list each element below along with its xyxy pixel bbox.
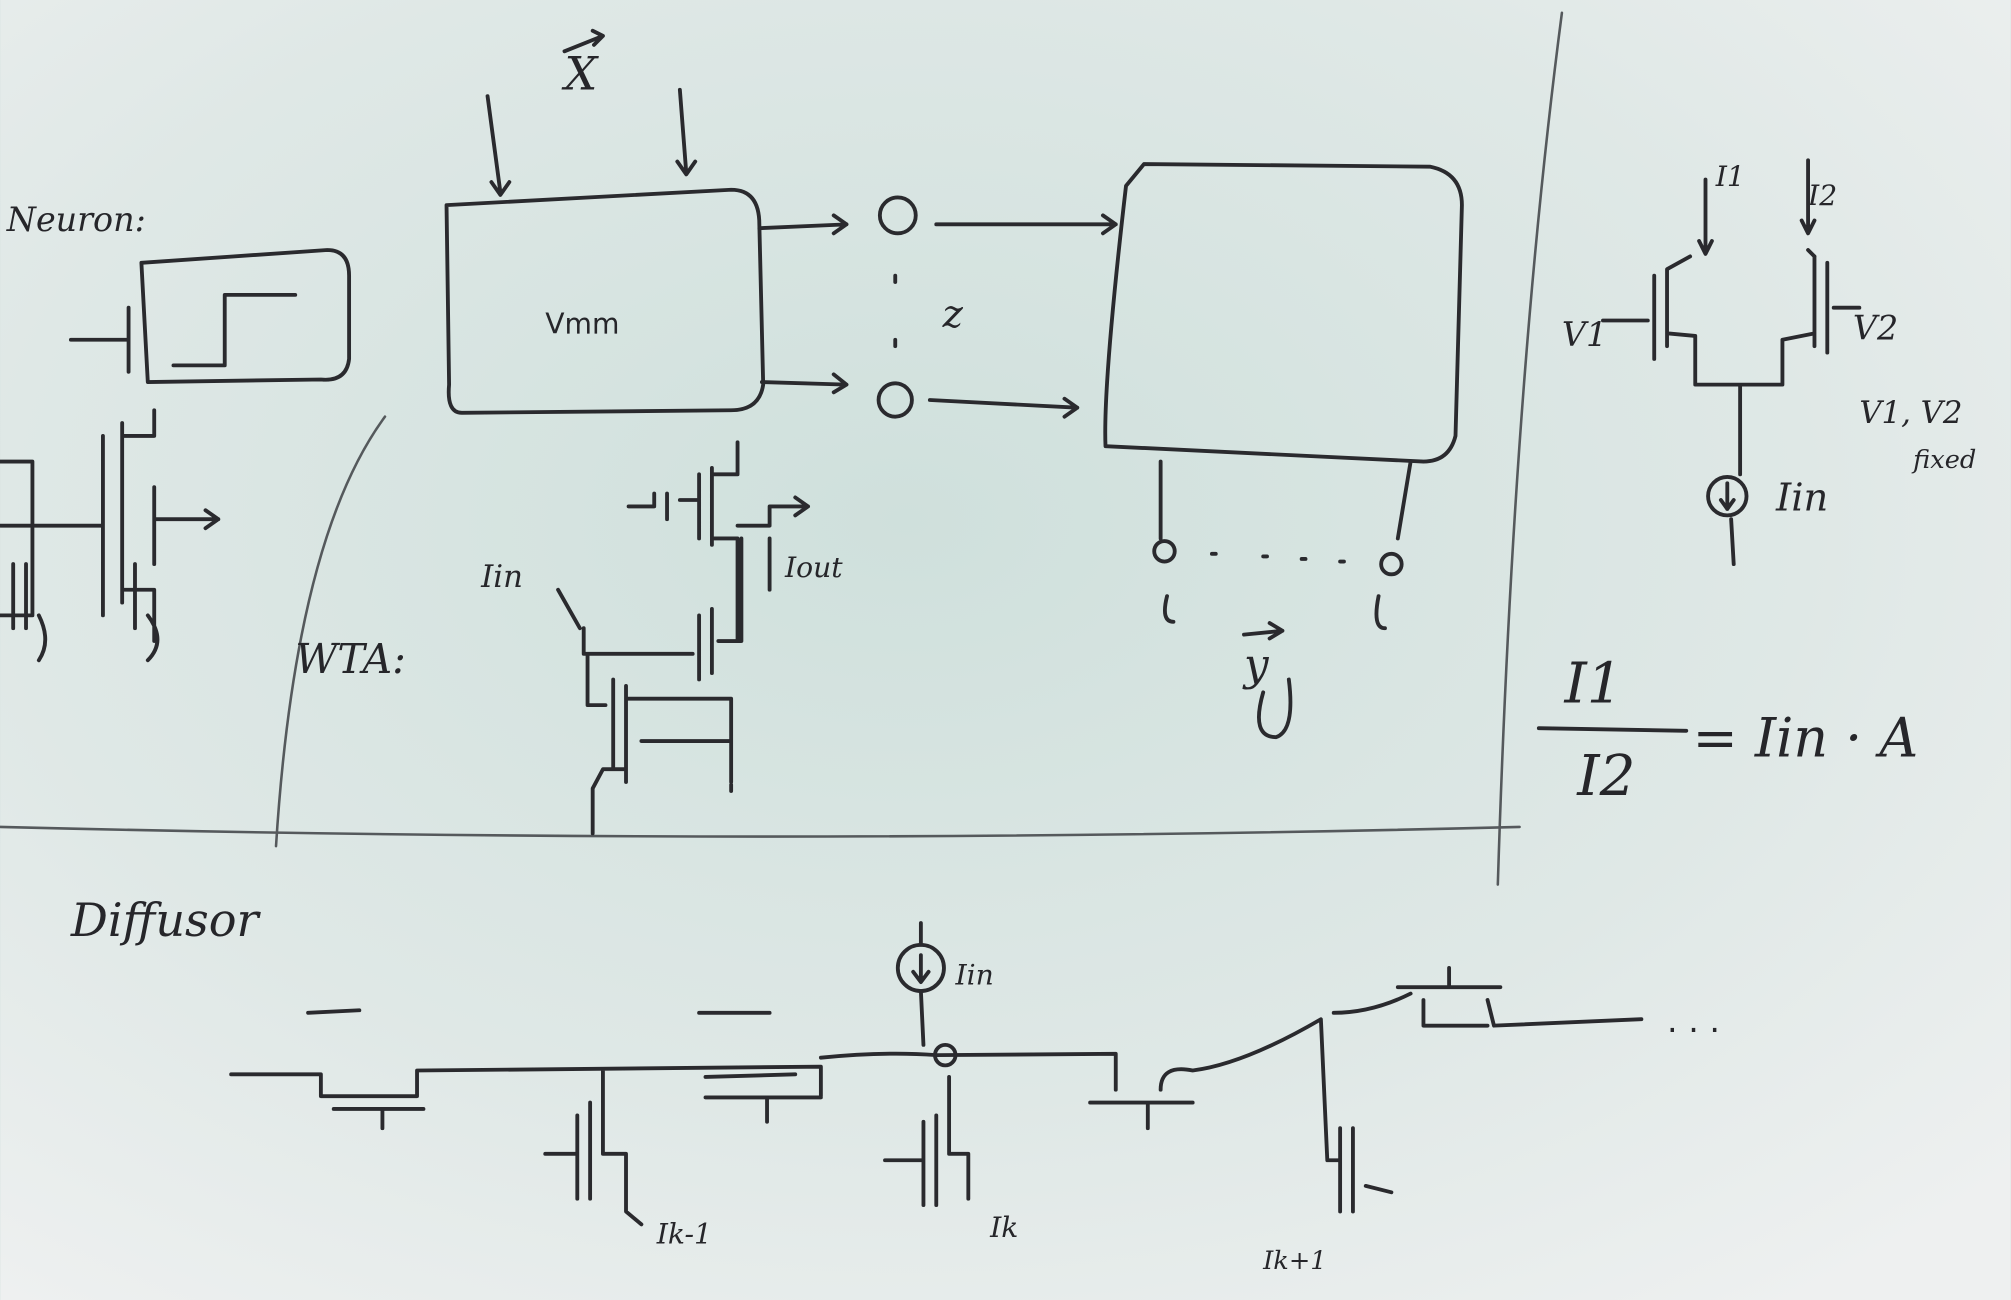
i2-label: I2 bbox=[1807, 179, 1837, 212]
diffusor-title: Diffusor bbox=[70, 893, 262, 947]
equation-numerator: I1 bbox=[1563, 652, 1622, 717]
ik-minus-label: Ik-1 bbox=[656, 1218, 712, 1251]
fixed-word: fixed bbox=[1911, 445, 1976, 475]
neuron-section: Neuron: bbox=[0, 200, 352, 663]
x-vector-label: X bbox=[561, 47, 599, 101]
fixed-note: V1, V2 bbox=[1859, 395, 1962, 431]
diffusor-section: Diffusor Iin . . . Ik-1 Ik Ik+1 bbox=[70, 893, 1720, 1276]
vmm-label: Vmm bbox=[545, 307, 619, 340]
ik-label: Ik bbox=[989, 1211, 1018, 1244]
diffusor-iin-label: Iin bbox=[954, 959, 993, 992]
equation-rhs: = Iin · A bbox=[1693, 706, 1919, 769]
equation: I1 I2 = Iin · A bbox=[1536, 652, 1919, 809]
neuron-label: Neuron: bbox=[6, 200, 146, 239]
diffpair-iin-label: Iin bbox=[1775, 475, 1828, 520]
vmm-section: X Vmm z bbox=[444, 28, 1118, 419]
wta-section: WTA: Iin Iout bbox=[295, 440, 843, 836]
equation-denominator: I2 bbox=[1576, 744, 1635, 809]
wta-iout-label: Iout bbox=[784, 551, 843, 584]
i1-label: I1 bbox=[1715, 160, 1745, 193]
v1-label: V1 bbox=[1562, 315, 1607, 354]
ik-plus-label: Ik+1 bbox=[1262, 1246, 1326, 1276]
wta-iin-label: Iin bbox=[480, 559, 523, 595]
v2-label: V2 bbox=[1853, 309, 1898, 348]
z-vector-label: z bbox=[942, 292, 964, 337]
wta-label: WTA: bbox=[295, 635, 406, 683]
diffusor-ellipsis: . . . bbox=[1667, 1001, 1720, 1040]
diffpair-section: I1 I2 V1 V2 V1, V2 fixed Iin bbox=[1562, 158, 1976, 567]
y-vector-label: y bbox=[1242, 640, 1270, 690]
output-block-section: y bbox=[1103, 162, 1464, 740]
divider-lines bbox=[0, 11, 1564, 886]
